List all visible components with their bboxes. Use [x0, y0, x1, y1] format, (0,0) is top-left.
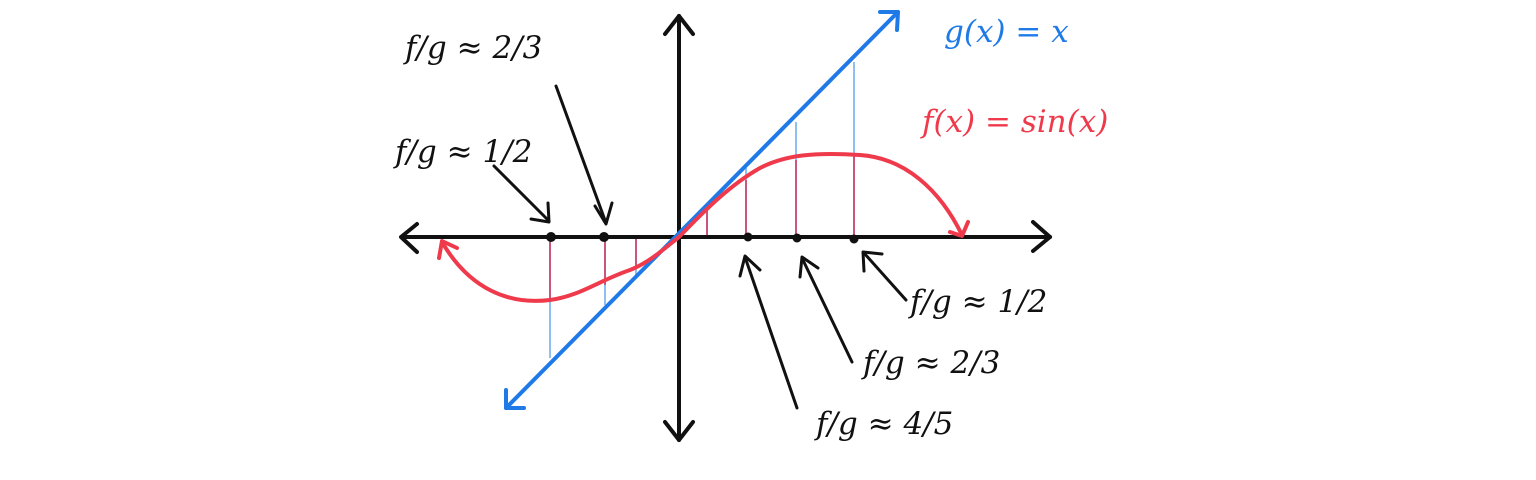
pointer-right-2: [800, 256, 854, 364]
pointer-right-1-head: [861, 250, 884, 273]
pointer-left-top: [554, 84, 608, 225]
point-left-1: [546, 232, 556, 242]
point-left-2: [599, 232, 609, 242]
pointer-right-3-head: [738, 254, 762, 278]
ratio-label-right-2: f/g ≈ 2/3: [861, 345, 1000, 381]
f-curve-path: [440, 151, 964, 303]
ratio-label-left-mid: f/g ≈ 1/2: [393, 134, 532, 170]
ratio-label-right-3: f/g ≈ 4/5: [814, 406, 953, 442]
pointer-right-1: [862, 251, 908, 302]
f-curve-label: f(x) = sin(x): [920, 104, 1108, 140]
pointer-right-3: [743, 255, 799, 410]
f-curve-arrow-right: [948, 220, 970, 238]
drop-lines: [549, 62, 855, 358]
x-axis-arrow-left: [399, 222, 419, 254]
point-right-1: [743, 232, 753, 242]
pointer-left-mid-head: [529, 201, 551, 224]
y-axis-arrow-bottom: [663, 420, 695, 442]
pointer-right-2-head: [798, 255, 820, 279]
axis-points: [546, 232, 859, 244]
ratio-label-right-1: f/g ≈ 1/2: [908, 284, 1047, 320]
g-line-path: [504, 10, 900, 410]
pointer-arrows: [492, 84, 908, 410]
axes: [399, 14, 1052, 442]
g-line-arrow-top: [878, 10, 900, 32]
f-curve: [437, 151, 970, 303]
y-axis-arrow-top: [663, 14, 695, 36]
x-axis-arrow-right: [1031, 220, 1052, 253]
pointer-left-mid: [492, 164, 551, 223]
point-right-3: [849, 234, 859, 244]
f-curve-arrow-left: [437, 239, 459, 260]
g-curve-label: g(x) = x: [944, 14, 1069, 50]
g-line-arrow-bottom: [504, 388, 526, 410]
point-right-2: [792, 233, 802, 243]
ratio-label-left-top: f/g ≈ 2/3: [403, 30, 542, 66]
pointer-left-top-head: [593, 201, 614, 226]
g-line: [504, 10, 900, 410]
